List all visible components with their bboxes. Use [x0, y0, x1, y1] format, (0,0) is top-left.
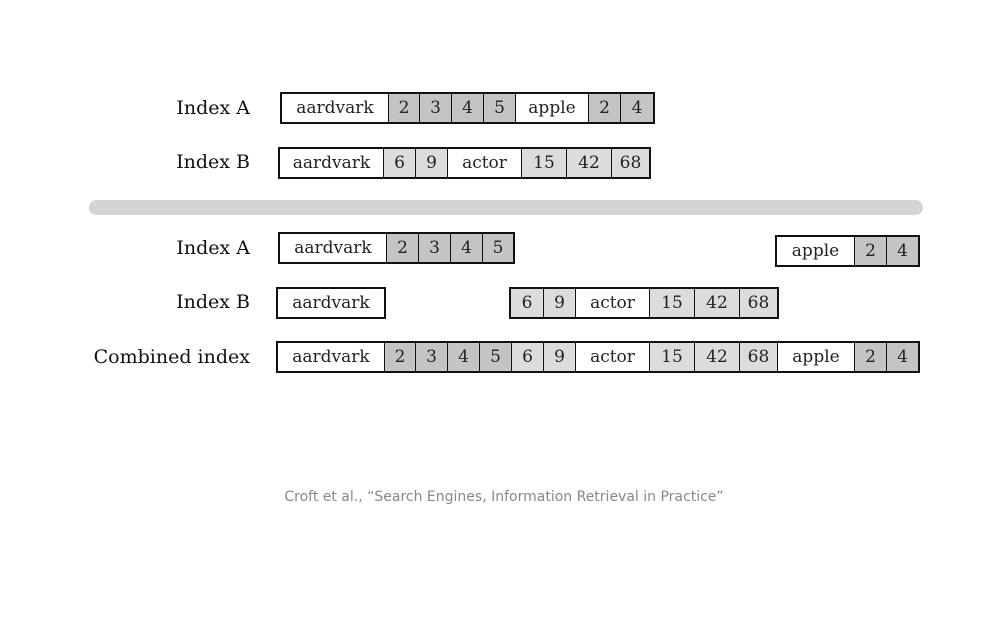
- posting-cell: 4: [451, 94, 483, 122]
- term-cell: actor: [575, 289, 649, 317]
- posting-cell: 42: [694, 289, 739, 317]
- term-cell: aardvark: [280, 149, 383, 177]
- posting-cell: 42: [566, 149, 611, 177]
- posting-cell: 4: [447, 343, 479, 371]
- posting-cell: 68: [739, 343, 777, 371]
- posting-cell: 3: [415, 343, 447, 371]
- posting-cell: 2: [388, 94, 419, 122]
- posting-cell: 42: [694, 343, 739, 371]
- posting-cell: 6: [511, 343, 543, 371]
- posting-cell: 5: [479, 343, 511, 371]
- posting-cell: 4: [620, 94, 653, 122]
- posting-cell: 4: [450, 234, 482, 262]
- term-cell: apple: [515, 94, 588, 122]
- posting-cell: 6: [383, 149, 415, 177]
- term-cell: aardvark: [278, 343, 384, 371]
- term-cell: aardvark: [282, 94, 388, 122]
- term-cell: apple: [777, 237, 854, 265]
- term-cell: actor: [575, 343, 649, 371]
- term-cell: actor: [447, 149, 521, 177]
- posting-cell: 5: [483, 94, 515, 122]
- posting-cell: 2: [854, 237, 886, 265]
- posting-cell: 9: [543, 289, 575, 317]
- separator-bar: [89, 200, 923, 215]
- term-cell: aardvark: [278, 289, 384, 317]
- term-cell: apple: [777, 343, 854, 371]
- posting-cell: 2: [384, 343, 415, 371]
- posting-cell: 15: [649, 343, 694, 371]
- posting-cell: 68: [739, 289, 777, 317]
- posting-cell: 15: [649, 289, 694, 317]
- label-combined-index: Combined index: [93, 346, 250, 368]
- posting-cell: 3: [419, 94, 451, 122]
- label-index-b-after: Index B: [176, 291, 250, 313]
- label-index-a-after: Index A: [176, 237, 250, 259]
- caption: Croft et al., “Search Engines, Informati…: [284, 489, 724, 505]
- posting-cell: 68: [611, 149, 649, 177]
- posting-cell: 9: [543, 343, 575, 371]
- term-cell: aardvark: [280, 234, 386, 262]
- label-index-a-before: Index A: [176, 97, 250, 119]
- posting-cell: 9: [415, 149, 447, 177]
- label-index-b-before: Index B: [176, 151, 250, 173]
- posting-cell: 5: [482, 234, 513, 262]
- posting-cell: 15: [521, 149, 566, 177]
- posting-cell: 4: [886, 343, 918, 371]
- posting-cell: 2: [854, 343, 886, 371]
- posting-cell: 2: [588, 94, 620, 122]
- posting-cell: 2: [386, 234, 418, 262]
- posting-cell: 4: [886, 237, 918, 265]
- posting-cell: 6: [511, 289, 543, 317]
- index-b-part-aardvark: aardvark: [276, 287, 386, 319]
- posting-cell: 3: [418, 234, 450, 262]
